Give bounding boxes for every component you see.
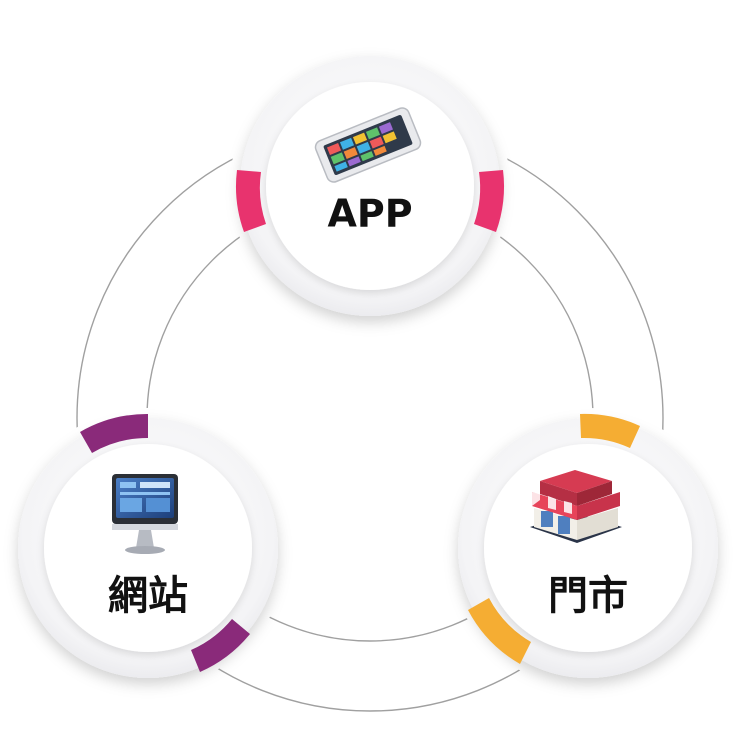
storefront-icon (530, 470, 622, 543)
node-store: 門市 (448, 408, 728, 688)
node-website-accent-bottom (191, 619, 250, 672)
node-website: 網站 (8, 408, 288, 688)
node-app: APP (230, 46, 510, 326)
node-store-accent-bottom (468, 598, 531, 664)
node-app-label: APP (327, 192, 412, 236)
node-app-accent-left (235, 170, 266, 232)
node-website-label: 網站 (108, 573, 188, 619)
smartphone-icon (314, 107, 422, 183)
node-app-inner-disc (266, 82, 474, 290)
node-store-label: 門市 (548, 573, 628, 619)
node-app-accent-right (474, 170, 505, 232)
node-store-accent-top (580, 413, 640, 448)
desktop-monitor-icon (112, 474, 178, 554)
node-website-accent-top (80, 413, 148, 453)
